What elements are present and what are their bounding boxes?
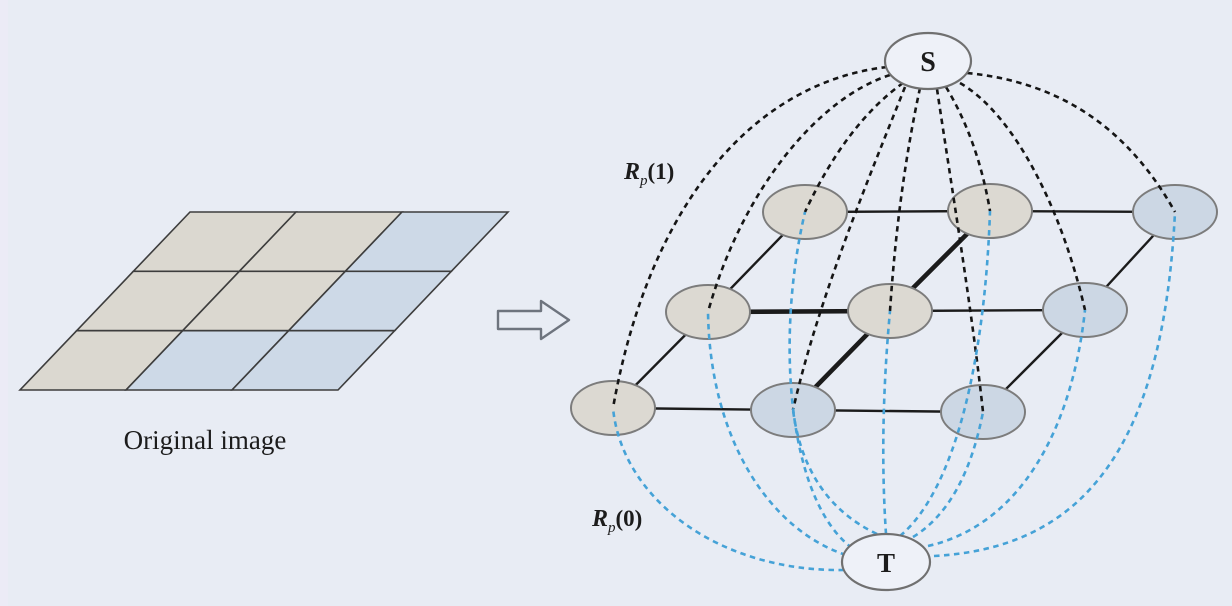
rp0-symbol: R (591, 506, 608, 532)
source-t-links (611, 65, 1177, 413)
transform-arrow (496, 299, 571, 341)
s-link-B2 (888, 87, 922, 312)
text-labels: Original image S T Rp(1) Rp(0) (124, 47, 936, 578)
s-link-A1 (803, 81, 904, 213)
s-link-C1 (611, 65, 888, 409)
rp0-argument: (0) (616, 506, 643, 531)
image-cell-r2c2 (230, 329, 397, 391)
pixel-nodes (570, 183, 1218, 440)
sink-t-links (611, 210, 1177, 572)
rp0-subscript: p (607, 520, 616, 536)
s-link-B1 (706, 73, 891, 313)
pixel-node-C3 (940, 384, 1026, 440)
rp1-label: Rp(1) (623, 159, 674, 189)
right-arrow-icon (496, 299, 571, 341)
t-link-A2 (899, 210, 992, 537)
s-link-C2 (791, 86, 907, 411)
pixel-node-C1 (570, 380, 656, 436)
t-link-C3 (912, 411, 985, 539)
s-link-A3 (966, 71, 1177, 213)
source-node (883, 31, 973, 91)
terminal-nodes (840, 31, 973, 592)
rp1-subscript: p (639, 173, 648, 189)
t-link-C2 (791, 409, 878, 536)
sink-node-label: T (877, 548, 895, 578)
rp1-symbol: R (623, 159, 640, 185)
panel-left-strip (0, 0, 8, 606)
sink-node (840, 532, 932, 592)
t-link-A1 (788, 211, 853, 550)
source-node-label: S (920, 47, 936, 78)
rp1-argument: (1) (648, 159, 675, 184)
pixel-node-B1 (665, 284, 751, 340)
t-link-B2 (881, 310, 892, 535)
s-link-A2 (944, 86, 992, 212)
t-link-C1 (611, 407, 845, 572)
original-image-grid (18, 211, 510, 391)
t-link-B1 (706, 311, 847, 557)
rp0-label: Rp(0) (591, 506, 642, 536)
s-link-C3 (935, 88, 985, 413)
original-image-caption: Original image (124, 425, 287, 455)
